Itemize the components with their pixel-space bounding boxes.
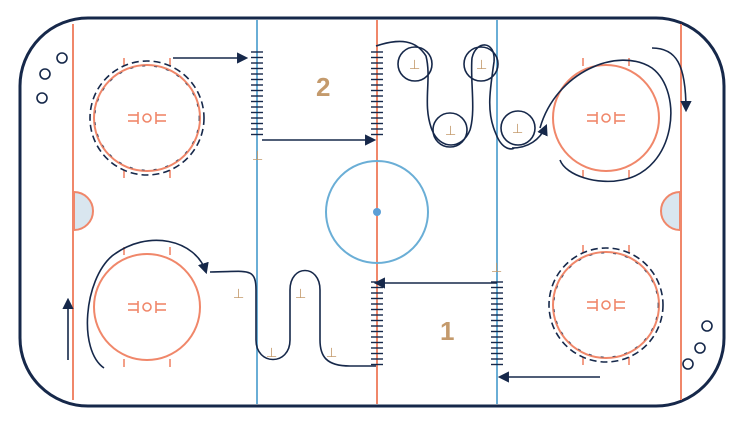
cone-icon: ⊥ bbox=[476, 58, 487, 73]
player-stack-right-blueline bbox=[491, 281, 503, 366]
skate-path-top-right bbox=[539, 59, 672, 183]
loop-top-right-2 bbox=[463, 46, 499, 82]
skate-path-bottom-left bbox=[86, 239, 209, 369]
skate-loop-bottom-right bbox=[548, 247, 664, 363]
group-label-1: 1 bbox=[440, 316, 454, 346]
weave-path-top-right bbox=[375, 40, 515, 150]
player-stack-left-blueline bbox=[251, 51, 263, 136]
group-label-2: 2 bbox=[316, 72, 330, 102]
puck-icon bbox=[36, 52, 713, 370]
faceoff-circle-bottom-left bbox=[93, 247, 201, 367]
cone-icon: ⊥ bbox=[252, 149, 263, 164]
skate-loop-bottom-right-inner bbox=[553, 252, 659, 358]
cones: ⊥ ⊥ ⊥ ⊥ ⊥ ⊥ ⊥ ⊥ ⊥ ⊥ bbox=[233, 58, 523, 361]
faceoff-circle-top-right bbox=[552, 58, 660, 178]
loop-top-right-1 bbox=[397, 46, 433, 82]
rink-boards bbox=[18, 16, 726, 408]
cone-icon: ⊥ bbox=[295, 287, 306, 302]
skate-loop-top-left bbox=[89, 60, 205, 176]
goal-crease-left bbox=[73, 190, 94, 232]
cone-icon: ⊥ bbox=[266, 346, 277, 361]
weave-path-bottom-left bbox=[209, 269, 376, 367]
faceoff-circle-top-left bbox=[93, 58, 201, 178]
player-stack-center-bottom bbox=[371, 281, 383, 366]
skate-path-top-right-arrow bbox=[511, 123, 548, 149]
cone-icon: ⊥ bbox=[233, 287, 244, 302]
skate-loop-top-left-inner bbox=[94, 65, 200, 171]
arrow-right-board-down bbox=[651, 47, 692, 113]
faceoff-circle-bottom-right bbox=[552, 245, 660, 365]
cone-icon: ⊥ bbox=[491, 261, 502, 276]
loop-top-right-4 bbox=[500, 110, 536, 146]
cone-icon: ⊥ bbox=[326, 346, 337, 361]
cone-icon: ⊥ bbox=[445, 124, 456, 139]
player-stack-center-top bbox=[371, 51, 383, 136]
center-dot bbox=[373, 208, 381, 216]
player-stacks bbox=[251, 51, 503, 366]
cone-icon: ⊥ bbox=[409, 58, 420, 73]
cone-icon: ⊥ bbox=[512, 122, 523, 137]
center-circle bbox=[325, 160, 429, 264]
loop-top-right-3 bbox=[432, 112, 468, 148]
goal-crease-right bbox=[660, 190, 681, 232]
